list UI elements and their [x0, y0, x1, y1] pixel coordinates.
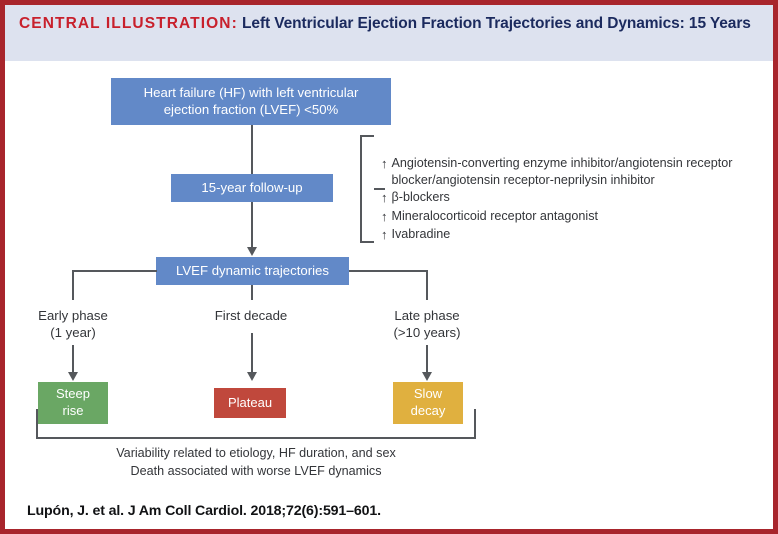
phase-label-late-line1: Late phase: [394, 308, 460, 323]
node-slow-decay-line1: Slow: [413, 386, 443, 402]
summary-bracket: [36, 409, 476, 439]
connector-followup-to-trajectories: [251, 202, 253, 248]
up-arrow-icon: ↑: [381, 227, 388, 243]
branch-line-left: [72, 270, 157, 272]
node-slow-decay-line2: decay: [410, 403, 446, 418]
up-arrow-icon: ↑: [381, 208, 388, 224]
node-lvef-trajectories-label: LVEF dynamic trajectories: [176, 262, 329, 278]
arrowhead-first-decade: [246, 372, 257, 381]
summary-note-line: Death associated with worse LVEF dynamic…: [130, 463, 382, 478]
medication-bracket-nub: [374, 188, 385, 190]
medication-item-label: Angiotensin-converting enzyme inhibitor/…: [391, 156, 733, 187]
medication-item-label: β-blockers: [391, 190, 450, 205]
arrow-shaft-early: [72, 345, 74, 374]
citation: Lupón, J. et al. J Am Coll Cardiol. 2018…: [27, 503, 381, 519]
medication-item-label: Ivabradine: [391, 227, 451, 242]
header-title: CENTRAL ILLUSTRATION: Left Ventricular E…: [19, 13, 759, 35]
node-steep-rise-line2: rise: [62, 403, 84, 418]
branch-drop-left: [72, 270, 74, 300]
header-band: CENTRAL ILLUSTRATION: Left Ventricular E…: [5, 5, 773, 61]
connector-hf-to-followup: [251, 125, 253, 174]
arrow-shaft-first-decade: [251, 333, 253, 374]
arrowhead-late: [421, 372, 432, 381]
branch-line-right: [349, 270, 427, 272]
phase-label-first-decade: First decade: [196, 307, 306, 324]
node-followup-label: 15-year follow-up: [201, 179, 303, 195]
phase-label-late: Late phase (>10 years): [372, 307, 482, 341]
medication-bracket: [360, 135, 374, 243]
phase-label-first-decade-line1: First decade: [214, 308, 288, 323]
arrow-shaft-late: [426, 345, 428, 374]
node-steep-rise: Steep rise: [38, 382, 108, 424]
up-arrow-icon: ↑: [381, 156, 388, 171]
phase-label-early: Early phase (1 year): [18, 307, 128, 341]
branch-drop-center: [251, 285, 253, 300]
node-heart-failure-line2: ejection fraction (LVEF) <50%: [163, 101, 339, 117]
up-arrow-icon: ↑: [381, 190, 388, 206]
medication-item: ↑ Ivabradine: [381, 226, 771, 243]
medication-item: ↑ β-blockers: [381, 189, 771, 206]
arrowhead-early: [67, 372, 78, 381]
arrowhead-to-trajectories: [246, 247, 257, 256]
medication-item: ↑ Mineralocorticoid receptor antagonist: [381, 208, 771, 225]
node-slow-decay: Slow decay: [393, 382, 463, 424]
phase-label-late-line2: (>10 years): [393, 325, 461, 341]
node-heart-failure: Heart failure (HF) with left ventricular…: [111, 78, 391, 125]
branch-drop-right: [426, 270, 428, 300]
node-followup: 15-year follow-up: [171, 174, 333, 202]
node-heart-failure-line1: Heart failure (HF) with left ventricular: [143, 84, 359, 100]
node-plateau: Plateau: [214, 388, 286, 418]
node-plateau-label: Plateau: [227, 394, 273, 410]
node-lvef-trajectories: LVEF dynamic trajectories: [156, 257, 349, 285]
phase-label-early-line2: (1 year): [50, 325, 96, 341]
phase-label-early-line1: Early phase: [38, 308, 108, 323]
diagram-canvas: Heart failure (HF) with left ventricular…: [5, 61, 773, 529]
medication-list: ↑ Angiotensin-converting enzyme inhibito…: [381, 155, 771, 244]
medication-item: ↑ Angiotensin-converting enzyme inhibito…: [381, 155, 771, 188]
summary-note-line: Variability related to etiology, HF dura…: [116, 446, 396, 460]
medication-item-label: Mineralocorticoid receptor antagonist: [391, 208, 599, 223]
header-kicker: CENTRAL ILLUSTRATION:: [19, 15, 238, 32]
summary-notes: Variability related to etiology, HF dura…: [36, 445, 476, 480]
header-title-text: Left Ventricular Ejection Fraction Traje…: [237, 15, 751, 32]
node-steep-rise-line1: Steep: [56, 386, 90, 402]
